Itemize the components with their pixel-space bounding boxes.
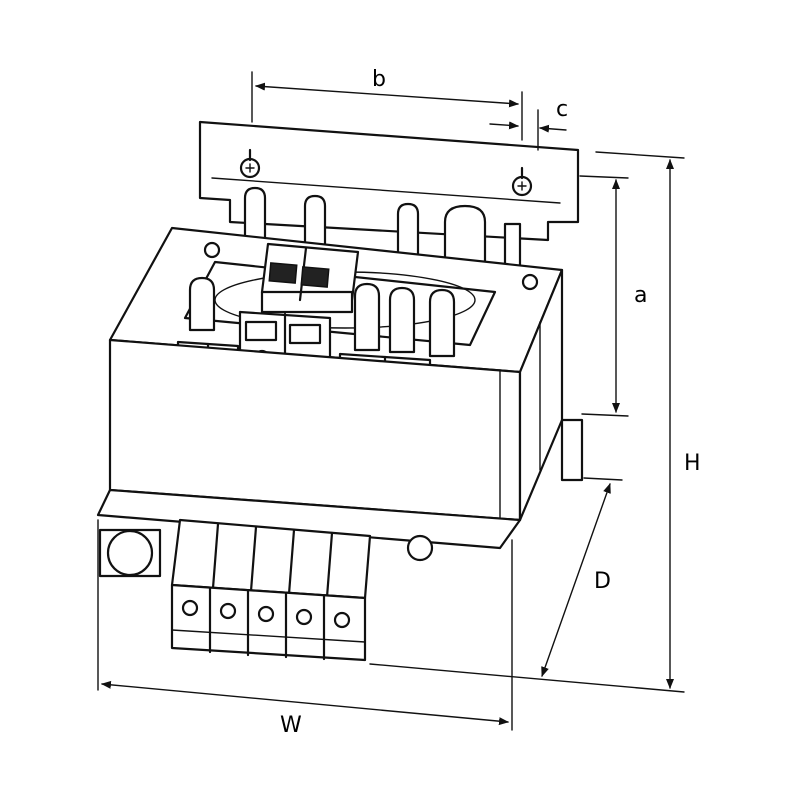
label-D: D (594, 569, 611, 594)
label-b: b (372, 67, 386, 92)
keyhole-slot-left (239, 148, 261, 179)
dimension-c: c (489, 97, 568, 151)
corner-hole-back-right (521, 273, 539, 291)
front-coil-lugs (188, 276, 456, 358)
bottom-terminal-block (170, 518, 372, 662)
label-c: c (556, 97, 568, 122)
rear-coil-lugs (243, 186, 522, 272)
transformer-core-front (108, 268, 584, 522)
dimension-H: H (369, 151, 701, 693)
dimension-b: b (251, 67, 523, 141)
label-a: a (634, 283, 647, 308)
keyhole-slot-right (511, 166, 533, 197)
dimension-W: W (97, 519, 513, 738)
dimension-D: D (541, 477, 623, 677)
bottom-base (96, 488, 522, 578)
label-H: H (684, 451, 701, 476)
label-W: W (280, 713, 302, 738)
mounting-bracket (198, 120, 580, 242)
dimension-a: a (579, 175, 647, 417)
corner-hole-back-left (203, 241, 221, 259)
